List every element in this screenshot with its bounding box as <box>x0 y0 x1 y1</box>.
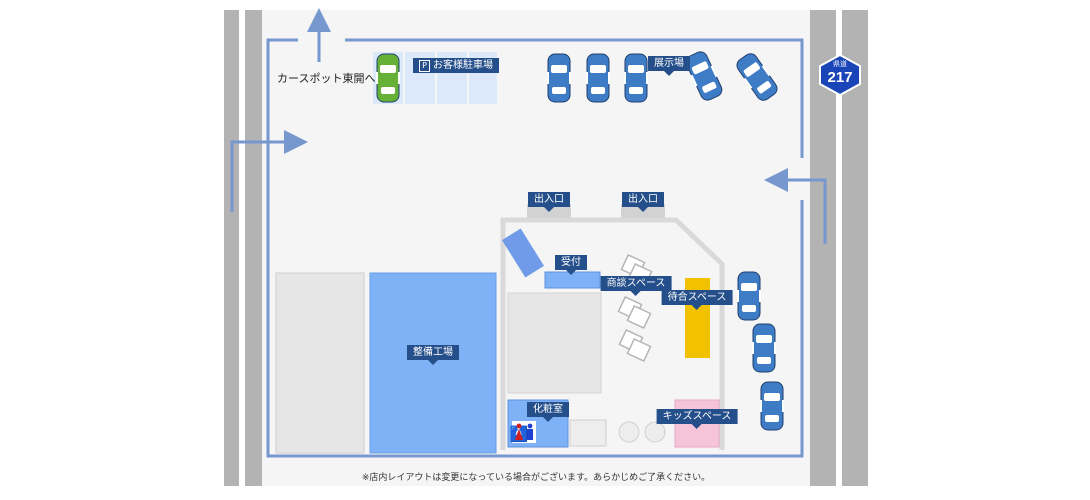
meeting-table-2 <box>617 295 652 330</box>
restroom-person-icons <box>515 423 533 440</box>
kids-space-label: キッズスペース <box>656 409 738 429</box>
layout-footnote: ※店内レイアウトは変更になっている場合がございます。あらかじめご了承ください。 <box>361 473 711 483</box>
waiting-car-3 <box>760 381 784 431</box>
entrance-label-2: 出入口 <box>622 192 664 212</box>
direction-label: カースポット東開へ <box>277 72 376 85</box>
workshop-label: 整備工場 <box>407 345 459 365</box>
waiting-label: 待合スペース <box>661 290 733 310</box>
parking-icon: P <box>419 60 430 72</box>
display-area-label: 展示場 <box>648 56 690 76</box>
store-building <box>500 217 725 450</box>
customer-car <box>376 53 400 103</box>
display-car-4 <box>685 51 723 101</box>
display-car-5 <box>736 53 778 101</box>
property-outline <box>266 38 804 458</box>
display-car-2 <box>586 53 610 103</box>
waiting-car-1 <box>737 271 761 321</box>
reception-label: 受付 <box>555 255 587 275</box>
road-east-lane <box>836 10 842 486</box>
entrance-east-arrow <box>764 168 827 244</box>
entrance-west-arrow <box>230 130 308 212</box>
entrance-label-1: 出入口 <box>528 192 570 212</box>
waiting-car-2 <box>752 323 776 373</box>
route-sign-number: 217 <box>827 69 853 86</box>
warehouse-block <box>275 272 365 454</box>
meeting-table-3 <box>618 328 652 363</box>
restroom-label: 化粧室 <box>527 402 569 422</box>
display-car-1 <box>547 53 571 103</box>
negotiation-label: 商談スペース <box>600 276 672 296</box>
display-car-3 <box>624 53 648 103</box>
road-west-lane <box>239 10 245 486</box>
route-sign-prefix: 県道 <box>833 60 847 68</box>
stool-2 <box>644 421 666 443</box>
back-office-block <box>507 292 602 394</box>
route-sign: 県道 217 <box>819 54 861 96</box>
stool-1 <box>618 421 640 443</box>
parking-label-text: お客様駐車場 <box>433 60 493 71</box>
sink-counter <box>569 419 607 447</box>
route-sign-shield <box>819 54 861 96</box>
reception-side-counter <box>502 228 544 278</box>
